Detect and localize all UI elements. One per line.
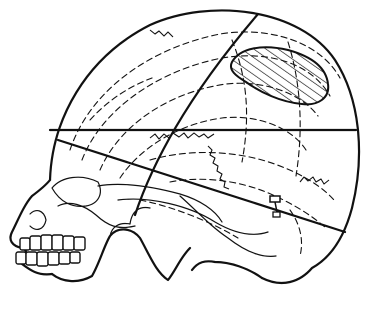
cranium-outline: [50, 10, 359, 283]
hatched-lesion: [231, 47, 328, 104]
orbit: [52, 177, 100, 206]
nasal-opening: [30, 211, 46, 230]
occipital-outline: [192, 261, 262, 278]
temporal-line: [118, 199, 268, 234]
coronal-suture: [150, 133, 214, 139]
zygomatic-arch: [98, 184, 222, 222]
parietal-suture: [150, 30, 173, 37]
upper-teeth: [20, 235, 85, 250]
lower-teeth: [16, 252, 80, 266]
electrode-marker: [270, 196, 280, 217]
lambdoid-suture: [208, 146, 229, 189]
